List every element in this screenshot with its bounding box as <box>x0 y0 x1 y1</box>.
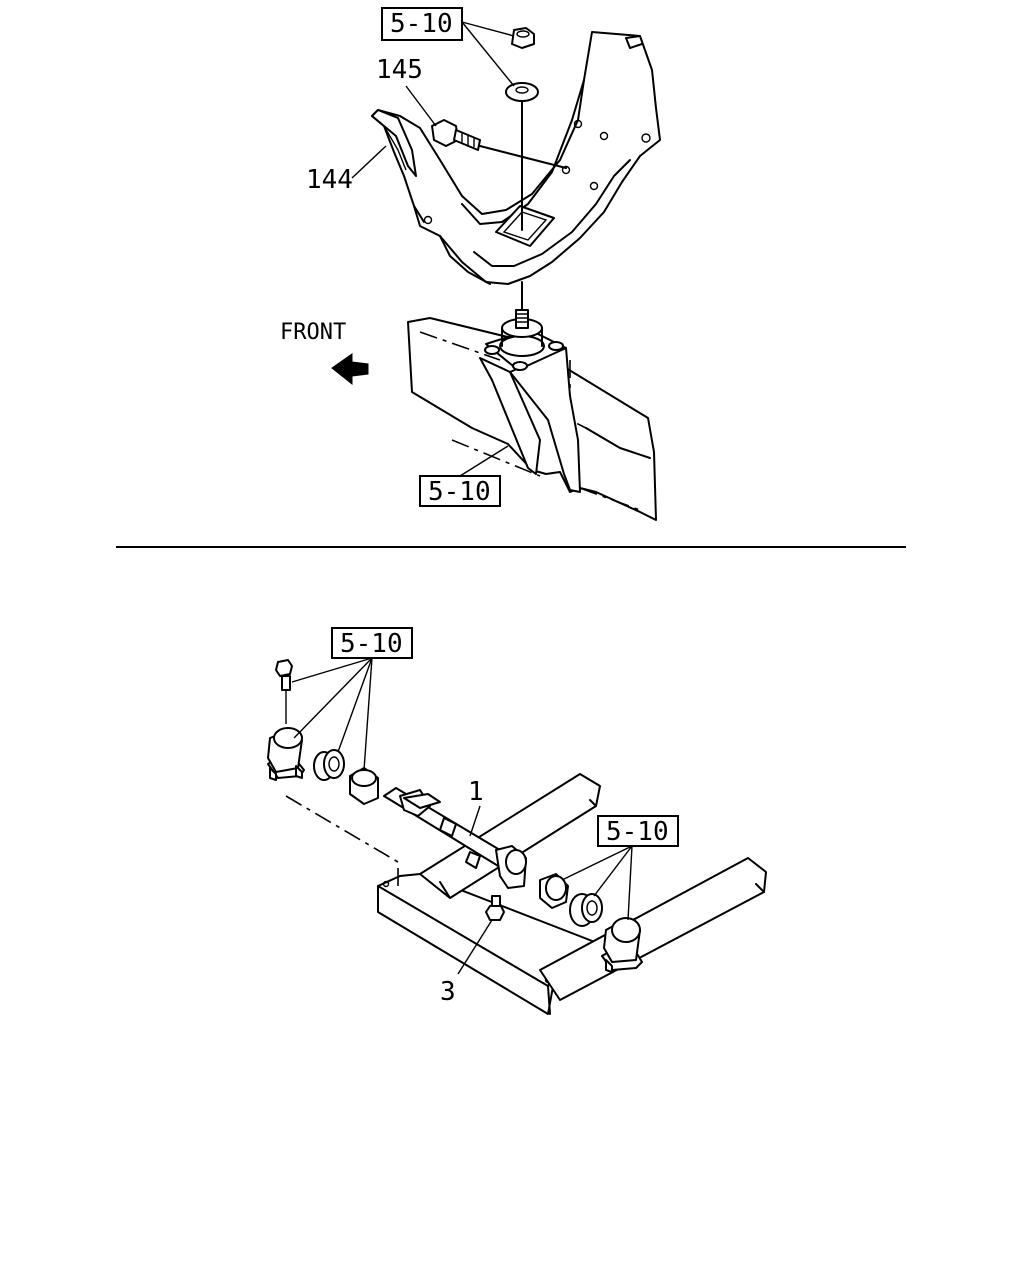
ref-box-nut-stack[interactable]: 5-10 <box>381 7 463 41</box>
washer-icon <box>505 82 539 102</box>
ref-nut-stack-label: 5-10 <box>390 9 453 39</box>
front-label: FRONT <box>280 320 346 345</box>
part-number-144[interactable]: 144 <box>306 165 353 195</box>
nut-icon <box>511 27 535 49</box>
part-number-1[interactable]: 1 <box>468 777 484 807</box>
ref-box-frame-mount[interactable]: 5-10 <box>419 475 501 507</box>
left-bushing-icon <box>313 749 379 805</box>
right-bushing-icon <box>539 873 603 927</box>
ref-box-right-mount[interactable]: 5-10 <box>597 815 679 847</box>
frame-rail-mount <box>407 309 657 521</box>
cab-mount-bracket <box>371 31 661 285</box>
top-exploded-view: FRONT 5-10 145 144 5-10 <box>280 7 661 521</box>
left-mount-bracket <box>267 727 305 781</box>
frame-rails <box>285 773 767 1015</box>
ref-right-mount-label: 5-10 <box>606 817 669 847</box>
ref-left-mount-label: 5-10 <box>340 629 403 659</box>
grease-fitting-icon <box>485 895 505 921</box>
bottom-exploded-view: 5-10 1 5-10 3 <box>267 627 767 1015</box>
left-mount-bolt-icon <box>275 659 293 724</box>
ref-box-left-mount[interactable]: 5-10 <box>331 627 413 659</box>
bolt-icon <box>431 119 567 169</box>
part-number-145[interactable]: 145 <box>376 55 423 85</box>
front-direction-arrow-icon <box>331 353 369 386</box>
part-number-3[interactable]: 3 <box>440 977 456 1007</box>
ref-frame-mount-label: 5-10 <box>428 477 491 507</box>
right-mount-bracket <box>601 917 643 973</box>
cross-shaft <box>383 787 527 889</box>
